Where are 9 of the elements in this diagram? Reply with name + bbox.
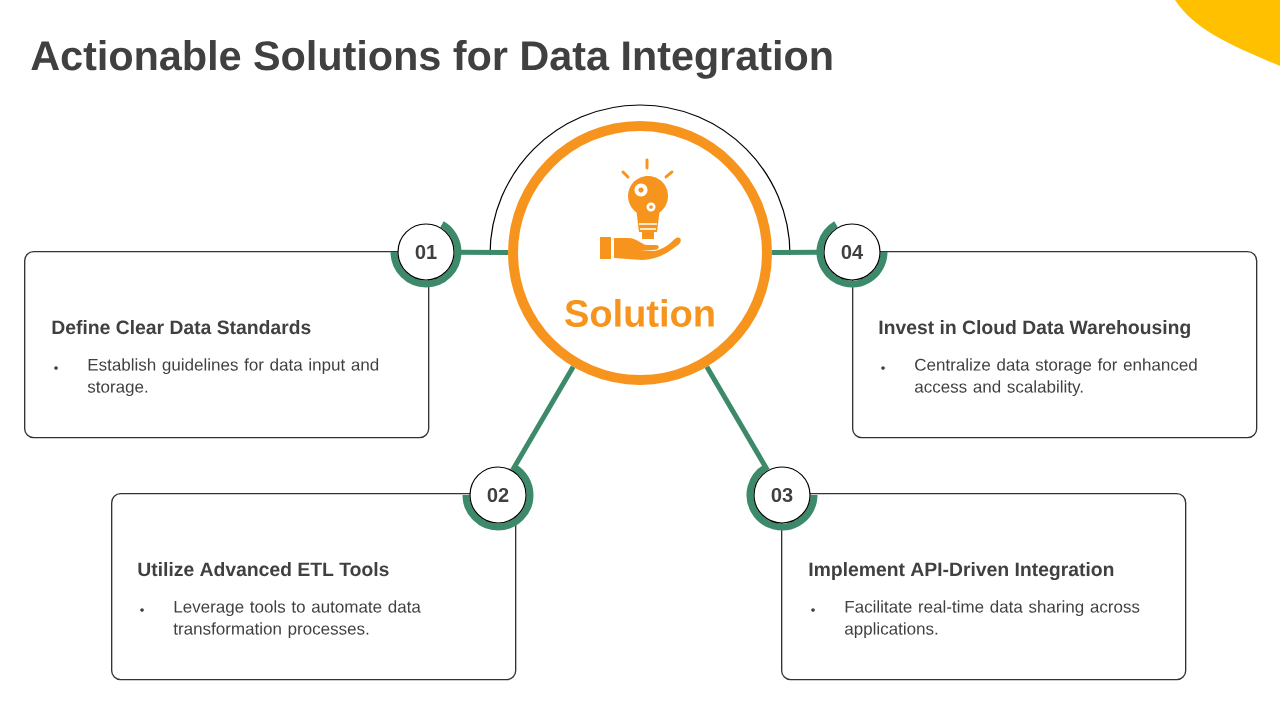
connector-line [454,249,509,255]
number-badge: 01 [390,221,462,288]
title: Actionable Solutions for Data Integration [31,40,832,79]
number-badge: 02 [462,464,534,531]
number-badge: 04 [816,221,888,288]
connector-line [510,365,576,472]
connector-line [704,365,770,472]
number-badge: 03 [746,464,818,531]
connector-line [772,249,824,255]
